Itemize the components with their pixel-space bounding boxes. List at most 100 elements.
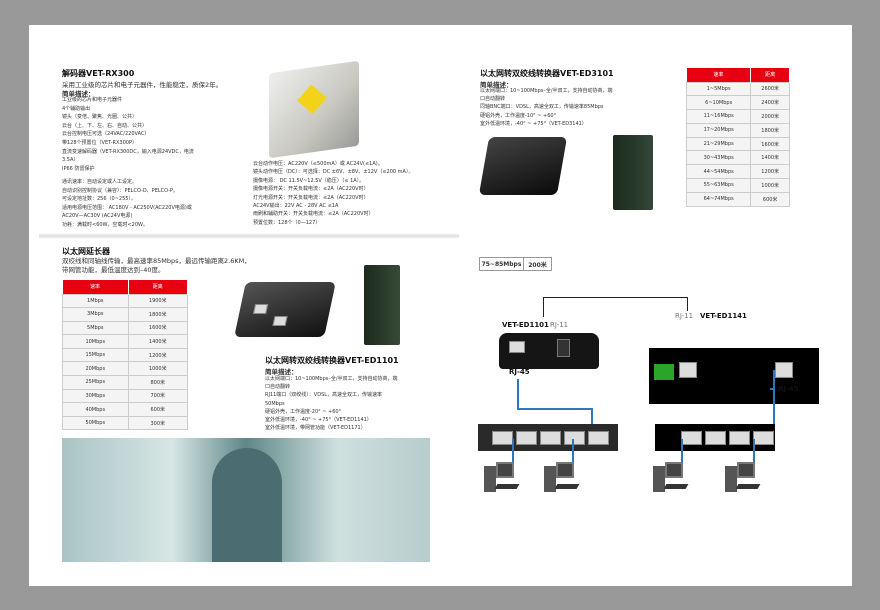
right-rj11-label: RJ-11	[675, 312, 694, 320]
distance-cell: 1600米	[750, 136, 790, 152]
extender-title: 以太网延长器	[62, 247, 110, 256]
text-line: 室外低温环境，带网管功能（VET-ED1171）	[265, 425, 366, 432]
section-divider	[39, 233, 459, 239]
rate-cell: 30Mbps	[62, 388, 129, 404]
extender-desc-line: 带网管功能，最低温度达到–40度。	[62, 266, 165, 274]
text-line: 50Mbps	[265, 400, 285, 407]
ethernet-port	[492, 431, 513, 445]
rate-cell: 40Mbps	[62, 402, 129, 417]
ed3101-desc-label: 简单描述：	[480, 81, 513, 89]
right-switch	[655, 424, 775, 451]
rx300-params: 通讯速率：自动设定或人工设定。自动识别控制协议（兼容）：PELCO-D、PELC…	[62, 178, 192, 230]
rate-cell: 55~63Mbps	[685, 178, 752, 193]
rate-cell: 1~5Mbps	[685, 81, 752, 97]
distance-cell: 1000米	[127, 361, 189, 377]
computer-icon	[484, 462, 520, 492]
rate-cell: 3Mbps	[62, 307, 129, 322]
text-line: 室外低温环境，-40° ~ +75°（VET-ED3141）	[480, 120, 587, 127]
decoder-box-image	[269, 60, 359, 159]
left-device-label: VET-ED1101	[502, 321, 549, 329]
distance-cell: 1800米	[750, 122, 790, 138]
text-line: 自动识别控制协议（兼容）：PELCO-D、PELCO-P。	[62, 187, 179, 194]
text-line: 4个辅助输出	[62, 105, 91, 112]
text-line: 可设定地址数：256（0~255）。	[62, 196, 136, 203]
text-line: 直流变速解码器（VET-RX300DC，输入电源24VDC，电流	[62, 148, 194, 155]
ethernet-port	[729, 431, 750, 445]
ed1101-desc-label: 简单描述：	[265, 368, 298, 376]
ed3101-title: 以太网转双绞线转换器VET-ED3101	[480, 69, 614, 78]
text-line: 通讯速率：自动设定或人工设定。	[62, 179, 138, 185]
text-line: 镜头动作电压（DC）：可选择：DC ±6V、±8V、±12V（≤200 mA）。	[253, 169, 414, 176]
distance-cell: 600米	[127, 402, 189, 417]
text-line: 预置位数：128个（0—127）	[253, 219, 321, 226]
ed1141-diagram-device	[649, 348, 819, 404]
text-line: AC20V—AC30V (AC24V电源)	[62, 213, 133, 220]
text-line: 以太网端口：10~100Mbps–全/半双工，支持自动协商，端	[480, 88, 613, 94]
distance-cell: 300米	[127, 415, 189, 431]
ethernet-port	[753, 431, 774, 445]
text-line: AC24V输出：22V AC - 28V AC ≤1A	[253, 203, 339, 210]
computer-icon	[544, 462, 580, 492]
text-line: 同轴BNC端口：VDSL，高速全双工，传输速率85Mbps	[480, 104, 604, 111]
distance-cell: 2000米	[750, 109, 790, 124]
text-line: IP66 防雷保护	[62, 165, 95, 172]
distance-cell: 1600米	[127, 320, 189, 336]
text-line: 功耗：满载时<60W，空载时<20W。	[62, 221, 148, 228]
rate-cell: 25Mbps	[62, 375, 129, 390]
distance-cell: 600米	[750, 191, 790, 207]
text-line: RJ11端口（双绞线）：VDSL，高速全双工，传输速率	[265, 392, 383, 399]
text-line: 室外低温环境，-40° ~ +75°（VET-ED1141）	[265, 417, 372, 424]
computer-icon	[725, 462, 761, 492]
rate-cell: 21~29Mbps	[685, 136, 752, 152]
ethernet-port	[564, 431, 585, 445]
text-line: 云台动作电压：AC220V（≤500mA）或 AC24V(≤1A)。	[253, 161, 383, 167]
text-line: 适用电源电压范围： AC180V - AC250V(AC220V电源)或	[62, 204, 192, 211]
text-line: 带128个预置位（VET-RX300P）	[62, 139, 137, 146]
warning-label-icon	[297, 84, 327, 115]
ethernet-port	[516, 431, 537, 445]
distance-cell: 1400米	[750, 150, 790, 166]
distance-cell: 1200米	[750, 164, 790, 180]
text-line: 灯光电源开关：开关负载电流：≤2A（AC220V时）	[253, 194, 369, 201]
rate-cell: 15Mbps	[62, 347, 129, 363]
text-line: 摄像电源： DC 11.5V~12.5V（稳压）（≤ 1A）。	[253, 177, 365, 184]
text-line: 云台控制电压可选（24VAC/220VAC）	[62, 131, 150, 138]
rate-cell: 11~16Mbps	[685, 109, 752, 124]
rate-cell: 50Mbps	[62, 415, 129, 431]
distance-cell: 800米	[127, 375, 189, 390]
left-rj11-label: RJ-11	[550, 321, 569, 329]
rate-cell: 10Mbps	[62, 334, 129, 349]
distance-cell: 700米	[127, 388, 189, 404]
computer-icon	[653, 462, 689, 492]
right-device-label: VET-ED1141	[700, 312, 747, 320]
text-line: 硬铝外壳，工作温度-20° ~ +60°	[265, 408, 342, 415]
ethernet-port	[705, 431, 726, 445]
brochure-page: 解码器VET-RX300 采用工业级的芯片和电子元器件，性能稳定，质保2年。 简…	[29, 25, 852, 586]
rate-cell: 6~10Mbps	[685, 95, 752, 111]
text-line: 摄像电源开关：开关负载电流：≤2A（AC220V时）	[253, 186, 369, 193]
ed1101-title: 以太网转双绞线转换器VET-ED1101	[265, 356, 399, 365]
distance-cell: 2600米	[750, 81, 790, 97]
column-header: 距离	[128, 280, 189, 294]
rx300-subtitle: 采用工业级的芯片和电子元器件，性能稳定，质保2年。	[62, 81, 223, 89]
finger-shape	[212, 448, 282, 562]
text-line: 雨刷和辅助开关：开关负载电流：≤2A（AC220V时）	[253, 211, 374, 218]
rate-cell: 30~43Mbps	[685, 150, 752, 166]
column-header: 速率	[62, 280, 129, 294]
